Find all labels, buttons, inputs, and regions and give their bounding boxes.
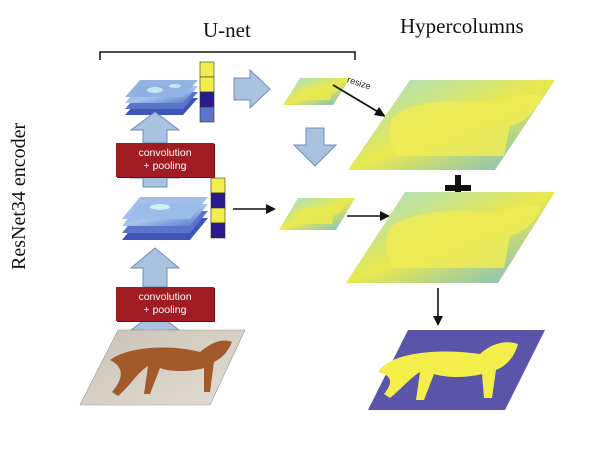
output-mask — [368, 330, 545, 410]
hypercolumn-map-mid — [346, 192, 555, 283]
input-horse-image — [79, 329, 246, 406]
down-arrow — [292, 127, 338, 167]
up-arrow-1 — [129, 111, 181, 144]
right-arrow — [233, 68, 271, 110]
feature-vector-top — [199, 61, 215, 123]
up-arrow-3 — [129, 247, 181, 288]
conv-pooling-block-top: convolution + pooling — [116, 143, 214, 177]
feature-stack-mid — [122, 197, 208, 240]
unet-title: U-net — [203, 18, 251, 42]
conv-label-line2: + pooling — [143, 160, 187, 172]
hypercolumn-map-top — [348, 80, 555, 170]
resize-arrow — [332, 84, 381, 114]
conv-label-line1: convolution — [138, 291, 192, 303]
feature-map-small-mid — [279, 198, 355, 230]
feature-vector-mid — [210, 177, 226, 239]
unet-bracket — [99, 51, 356, 60]
hypercolumns-title: Hypercolumns — [400, 14, 524, 38]
feature-stack-top — [125, 80, 198, 115]
feature-map-small-top — [283, 78, 350, 105]
encoder-label: ResNet34 encoder — [8, 122, 30, 270]
plus-sign — [445, 175, 471, 201]
conv-pooling-block-bottom: convolution + pooling — [116, 287, 214, 321]
conv-label-line2: + pooling — [143, 304, 187, 316]
conv-label-line1: convolution — [138, 147, 192, 159]
